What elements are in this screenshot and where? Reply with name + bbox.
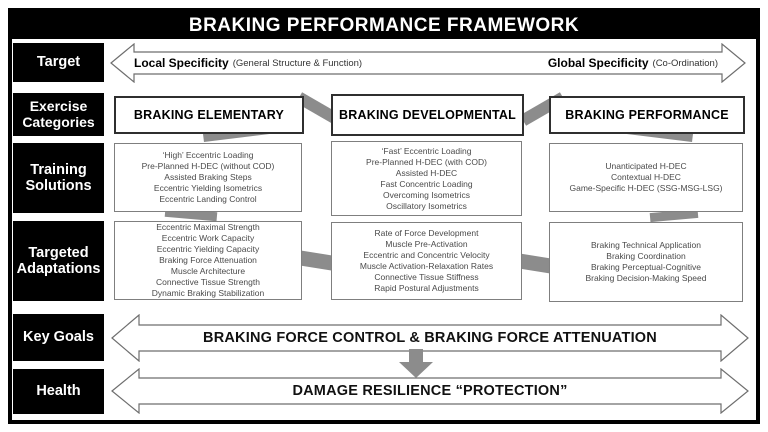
list-line: ‘Fast’ Eccentric Loading xyxy=(381,145,472,156)
global-specificity-note: (Co-Ordination) xyxy=(652,57,718,69)
list-line: Rate of Force Development xyxy=(374,228,479,238)
health-arrow: DAMAGE RESILIENCE “PROTECTION” xyxy=(111,368,749,414)
list-line: Rapid Postural Adjustments xyxy=(374,283,479,293)
list-line: ‘High’ Eccentric Loading xyxy=(162,150,254,160)
list-line: Pre-Planned H-DEC (without COD) xyxy=(141,161,275,171)
double-arrow-shape xyxy=(111,314,749,362)
key-goals-text: BRAKING FORCE CONTROL & BRAKING FORCE AT… xyxy=(203,330,657,346)
list-line: Braking Perceptual-Cognitive xyxy=(590,262,702,272)
page-title: BRAKING PERFORMANCE FRAMEWORK xyxy=(12,12,756,39)
list-line: Fast Concentric Loading xyxy=(380,178,473,189)
list-line: Assisted H-DEC xyxy=(395,167,458,178)
down-arrow-icon xyxy=(399,349,433,378)
list-line: Contextual H-DEC xyxy=(611,172,681,182)
double-arrow-shape xyxy=(110,43,746,83)
health-text: DAMAGE RESILIENCE “PROTECTION” xyxy=(292,383,568,399)
list-line: Braking Decision-Making Speed xyxy=(585,273,707,283)
key-goals-arrow: BRAKING FORCE CONTROL & BRAKING FORCE AT… xyxy=(111,314,749,362)
row-label-health: Health xyxy=(13,369,104,414)
category-braking-elementary: BRAKING ELEMENTARY xyxy=(114,96,304,134)
list-line: Game-Specific H-DEC (SSG-MSG-LSG) xyxy=(569,183,723,193)
list-line: Muscle Architecture xyxy=(170,266,246,276)
list-line: Connective Tissue Strength xyxy=(156,277,260,287)
list-line: Oscillatory Isometrics xyxy=(386,200,467,211)
list-line: Pre-Planned H-DEC (with COD) xyxy=(366,156,487,167)
list-line: Eccentric Yielding Isometrics xyxy=(153,183,263,193)
row-label-target: Target xyxy=(13,43,104,82)
list-line: Eccentric Landing Control xyxy=(159,194,257,204)
row-label-training-solutions: Training Solutions xyxy=(13,143,104,213)
list-line: Overcoming Isometrics xyxy=(383,189,470,200)
list-line: Braking Force Attenuation xyxy=(159,255,257,265)
list-line: Eccentric Maximal Strength xyxy=(156,222,260,232)
list-line: Assisted Braking Steps xyxy=(164,172,252,182)
category-braking-developmental: BRAKING DEVELOPMENTAL xyxy=(331,94,524,136)
list-line: Eccentric Work Capacity xyxy=(161,233,255,243)
local-specificity-label: Local Specificity xyxy=(134,56,229,70)
category-braking-performance: BRAKING PERFORMANCE xyxy=(549,96,745,134)
list-line: Connective Tissue Stiffness xyxy=(374,272,479,282)
row-label-targeted-adaptations: Targeted Adaptations xyxy=(13,221,104,301)
row-label-key-goals: Key Goals xyxy=(13,314,104,361)
list-line: Dynamic Braking Stabilization xyxy=(151,288,265,298)
list-line: Eccentric and Concentric Velocity xyxy=(363,250,490,260)
global-specificity-label: Global Specificity xyxy=(547,56,649,70)
list-line: Unanticipated H-DEC xyxy=(605,161,687,171)
list-line: Muscle Pre-Activation xyxy=(385,239,468,249)
target-spectrum-arrow: Local Specificity (General Structure & F… xyxy=(110,43,746,83)
list-line: Braking Coordination xyxy=(606,251,686,261)
list-line: Eccentric Yielding Capacity xyxy=(156,244,260,254)
list-line: Muscle Activation-Relaxation Rates xyxy=(359,261,494,271)
double-arrow-shape xyxy=(111,368,749,414)
local-specificity-note: (General Structure & Function) xyxy=(232,57,363,69)
list-line: Braking Technical Application xyxy=(591,240,701,250)
row-label-exercise-categories: Exercise Categories xyxy=(13,93,104,136)
